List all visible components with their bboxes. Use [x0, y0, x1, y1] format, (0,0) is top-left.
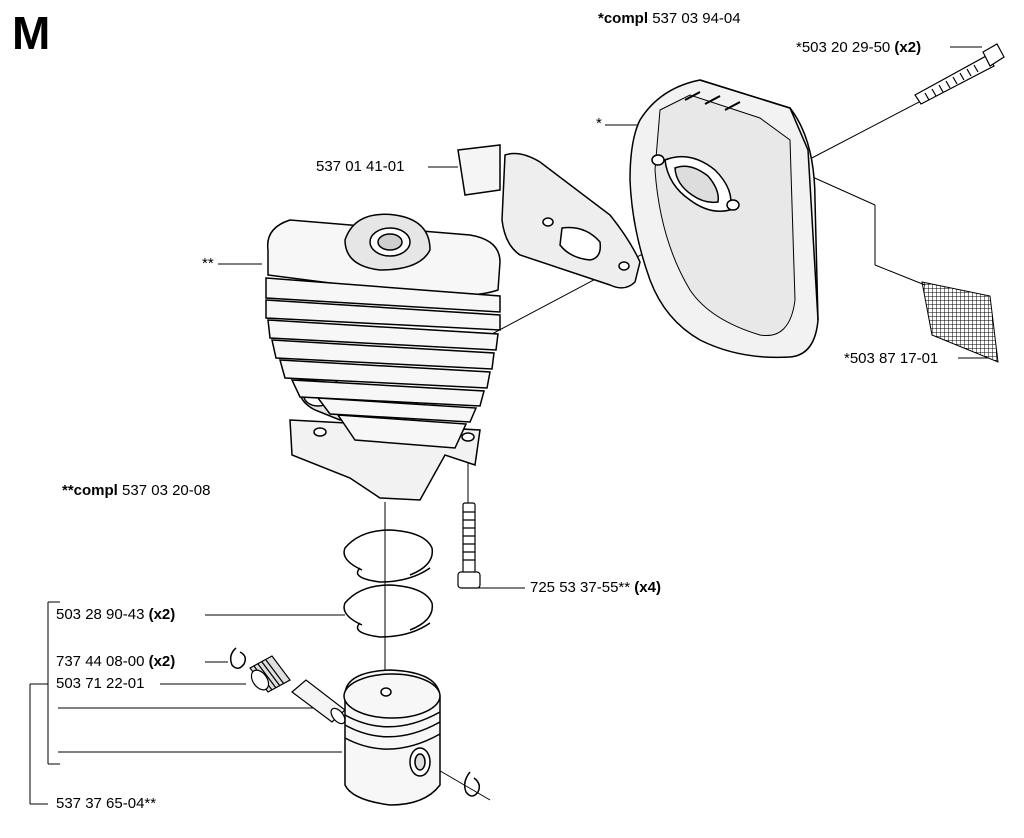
bracket-label: 537 01 41-01 [316, 158, 405, 175]
cylinder-assembly-prefix: **compl [62, 482, 118, 499]
cylinder-screw-number: 725 53 37-55** [530, 579, 631, 596]
muffler-assembly-number: 537 03 94-04 [652, 10, 741, 27]
piston-ring-number: 503 28 90-43 [56, 606, 145, 623]
piston-rings [343, 529, 434, 638]
muffler-screw-qty: (x2) [894, 39, 922, 56]
muffler-screw [914, 43, 1005, 105]
muffler-screw-label: *503 20 29-50 (x2) [796, 39, 921, 57]
circlip-qty: (x2) [148, 653, 176, 670]
muffler-assembly-label: *compl 537 03 94-04 [598, 10, 741, 28]
circlip-label: 737 44 08-00 (x2) [56, 653, 175, 671]
muffler-assembly-prefix: *compl [598, 10, 649, 27]
piston-assembly-label: 537 37 65-04** [56, 795, 157, 812]
cylinder-assembly-label: **compl 537 03 20-08 [62, 482, 210, 500]
cylinder-screw-qty: (x4) [634, 579, 661, 596]
piston-pin [291, 679, 346, 725]
muffler [629, 79, 819, 359]
circlips [229, 647, 481, 797]
piston [343, 669, 441, 806]
gasket-bracket [457, 144, 641, 289]
muffler-marker: * [596, 115, 602, 132]
cylinder [265, 213, 501, 501]
cylinder-screw [457, 502, 481, 589]
cylinder-screw-label: 725 53 37-55** (x4) [530, 579, 661, 597]
muffler-screw-number: *503 20 29-50 [796, 39, 891, 56]
needle-bearing [249, 655, 291, 693]
piston-ring-label: 503 28 90-43 (x2) [56, 606, 175, 624]
spark-screen-label: *503 87 17-01 [844, 350, 939, 367]
piston-ring-qty: (x2) [148, 606, 176, 623]
section-letter: M [12, 7, 51, 59]
cylinder-assembly-number: 537 03 20-08 [122, 482, 211, 499]
circlip-number: 737 44 08-00 [56, 653, 145, 670]
cylinder-marker: ** [202, 255, 214, 272]
spark-arrestor-screen [921, 281, 999, 363]
needle-bearing-label: 503 71 22-01 [56, 675, 145, 692]
